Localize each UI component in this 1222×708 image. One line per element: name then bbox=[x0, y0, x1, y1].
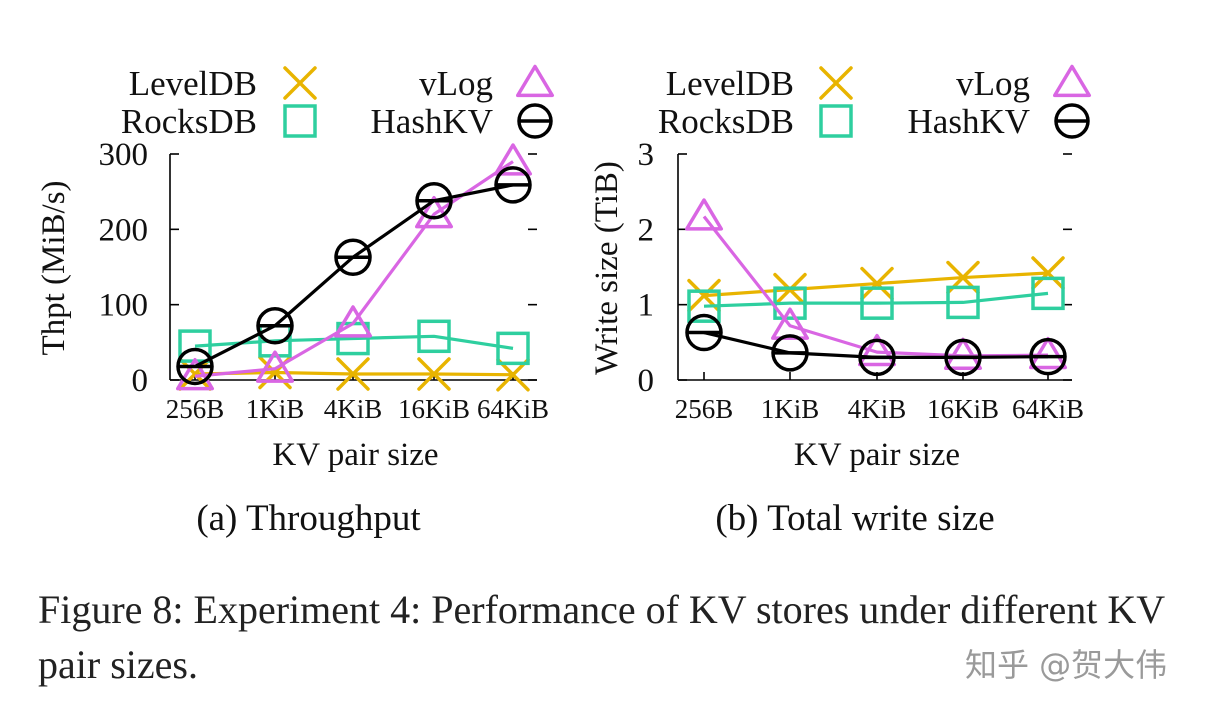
data-point bbox=[176, 347, 214, 386]
data-point bbox=[334, 305, 372, 338]
series-hashkv bbox=[176, 166, 532, 386]
x-tick-label: 256B bbox=[166, 394, 225, 424]
legend-marker bbox=[516, 64, 554, 98]
legend-marker bbox=[819, 104, 853, 138]
data-point bbox=[1029, 336, 1067, 370]
legend-marker bbox=[1053, 64, 1091, 98]
data-point bbox=[256, 350, 294, 383]
legend-label: HashKV bbox=[371, 102, 493, 141]
data-point bbox=[771, 334, 809, 372]
y-tick-label: 200 bbox=[99, 212, 149, 248]
y-axis-label: Write size (TiB) bbox=[589, 161, 625, 375]
x-tick-label: 64KiB bbox=[477, 394, 549, 424]
y-tick-label: 100 bbox=[99, 288, 149, 324]
chart-subtitle: (a) Throughput bbox=[196, 498, 421, 539]
series-line bbox=[194, 334, 514, 350]
data-point bbox=[176, 357, 214, 391]
legend-marker bbox=[819, 66, 853, 100]
y-tick-label: 1 bbox=[638, 288, 655, 324]
data-point bbox=[496, 331, 530, 366]
data-point bbox=[860, 266, 894, 301]
watermark-credit: 知乎 @贺大伟 bbox=[965, 646, 1168, 684]
x-axis-label: KV pair size bbox=[272, 437, 438, 473]
data-point bbox=[336, 357, 370, 391]
series-hashkv bbox=[685, 313, 1067, 377]
data-point bbox=[771, 307, 809, 340]
data-point bbox=[417, 319, 451, 354]
data-point bbox=[1031, 256, 1065, 290]
data-point bbox=[1029, 337, 1067, 376]
chart-panel-2: 0 1 2 3 256B 1KiB 4KiB 16KiB 64KiB KV pair size Wr… bbox=[589, 64, 1091, 539]
x-tick-label: 4KiB bbox=[848, 394, 907, 424]
y-tick-label: 2 bbox=[638, 212, 655, 248]
data-point bbox=[1031, 276, 1065, 311]
x-tick-label: 256B bbox=[675, 394, 734, 424]
y-tick-label: 300 bbox=[99, 137, 149, 173]
legend-marker bbox=[517, 103, 553, 139]
legend-label: LevelDB bbox=[666, 64, 794, 103]
y-tick-label: 3 bbox=[638, 137, 655, 173]
data-point bbox=[860, 286, 894, 320]
data-point bbox=[944, 337, 982, 371]
x-tick-label: 16KiB bbox=[398, 394, 470, 424]
data-point bbox=[858, 338, 896, 377]
data-point bbox=[773, 286, 807, 320]
data-point bbox=[415, 181, 453, 220]
legend-label: RocksDB bbox=[121, 102, 257, 141]
legend-label: vLog bbox=[956, 64, 1030, 103]
legend-label: RocksDB bbox=[658, 102, 794, 141]
series-line bbox=[703, 291, 1049, 308]
figure-caption: Figure 8: Experiment 4: Performance of K… bbox=[38, 587, 1165, 687]
x-tick-label: 64KiB bbox=[1012, 394, 1084, 424]
data-point bbox=[256, 307, 294, 345]
data-point bbox=[685, 313, 723, 352]
y-tick-label: 0 bbox=[132, 363, 149, 399]
series-rocksdb bbox=[687, 276, 1065, 323]
y-tick-label: 0 bbox=[638, 363, 655, 399]
series-leveldb bbox=[178, 355, 530, 392]
legend-marker bbox=[283, 66, 317, 100]
x-tick-label: 16KiB bbox=[927, 394, 999, 424]
series-rocksdb bbox=[178, 319, 530, 366]
data-point bbox=[687, 289, 721, 323]
legend-label: HashKV bbox=[908, 102, 1030, 141]
data-point bbox=[944, 338, 982, 377]
data-point bbox=[417, 357, 451, 391]
legend-label: vLog bbox=[419, 64, 493, 103]
data-point bbox=[334, 238, 372, 276]
legend-marker bbox=[283, 104, 317, 138]
legend-marker bbox=[1054, 103, 1090, 139]
x-tick-label: 1KiB bbox=[761, 394, 820, 424]
data-point bbox=[685, 198, 723, 231]
x-tick-label: 1KiB bbox=[246, 394, 305, 424]
data-point bbox=[494, 143, 532, 176]
data-point bbox=[415, 196, 453, 229]
legend-label: LevelDB bbox=[129, 64, 257, 103]
data-point bbox=[178, 357, 212, 391]
x-axis-label: KV pair size bbox=[794, 437, 960, 473]
y-axis-label: Thpt (MiB/s) bbox=[36, 180, 72, 355]
x-tick-label: 4KiB bbox=[324, 394, 383, 424]
data-point bbox=[858, 333, 896, 367]
data-point bbox=[494, 166, 532, 204]
data-point bbox=[946, 285, 980, 320]
chart-subtitle: (b) Total write size bbox=[715, 498, 994, 539]
